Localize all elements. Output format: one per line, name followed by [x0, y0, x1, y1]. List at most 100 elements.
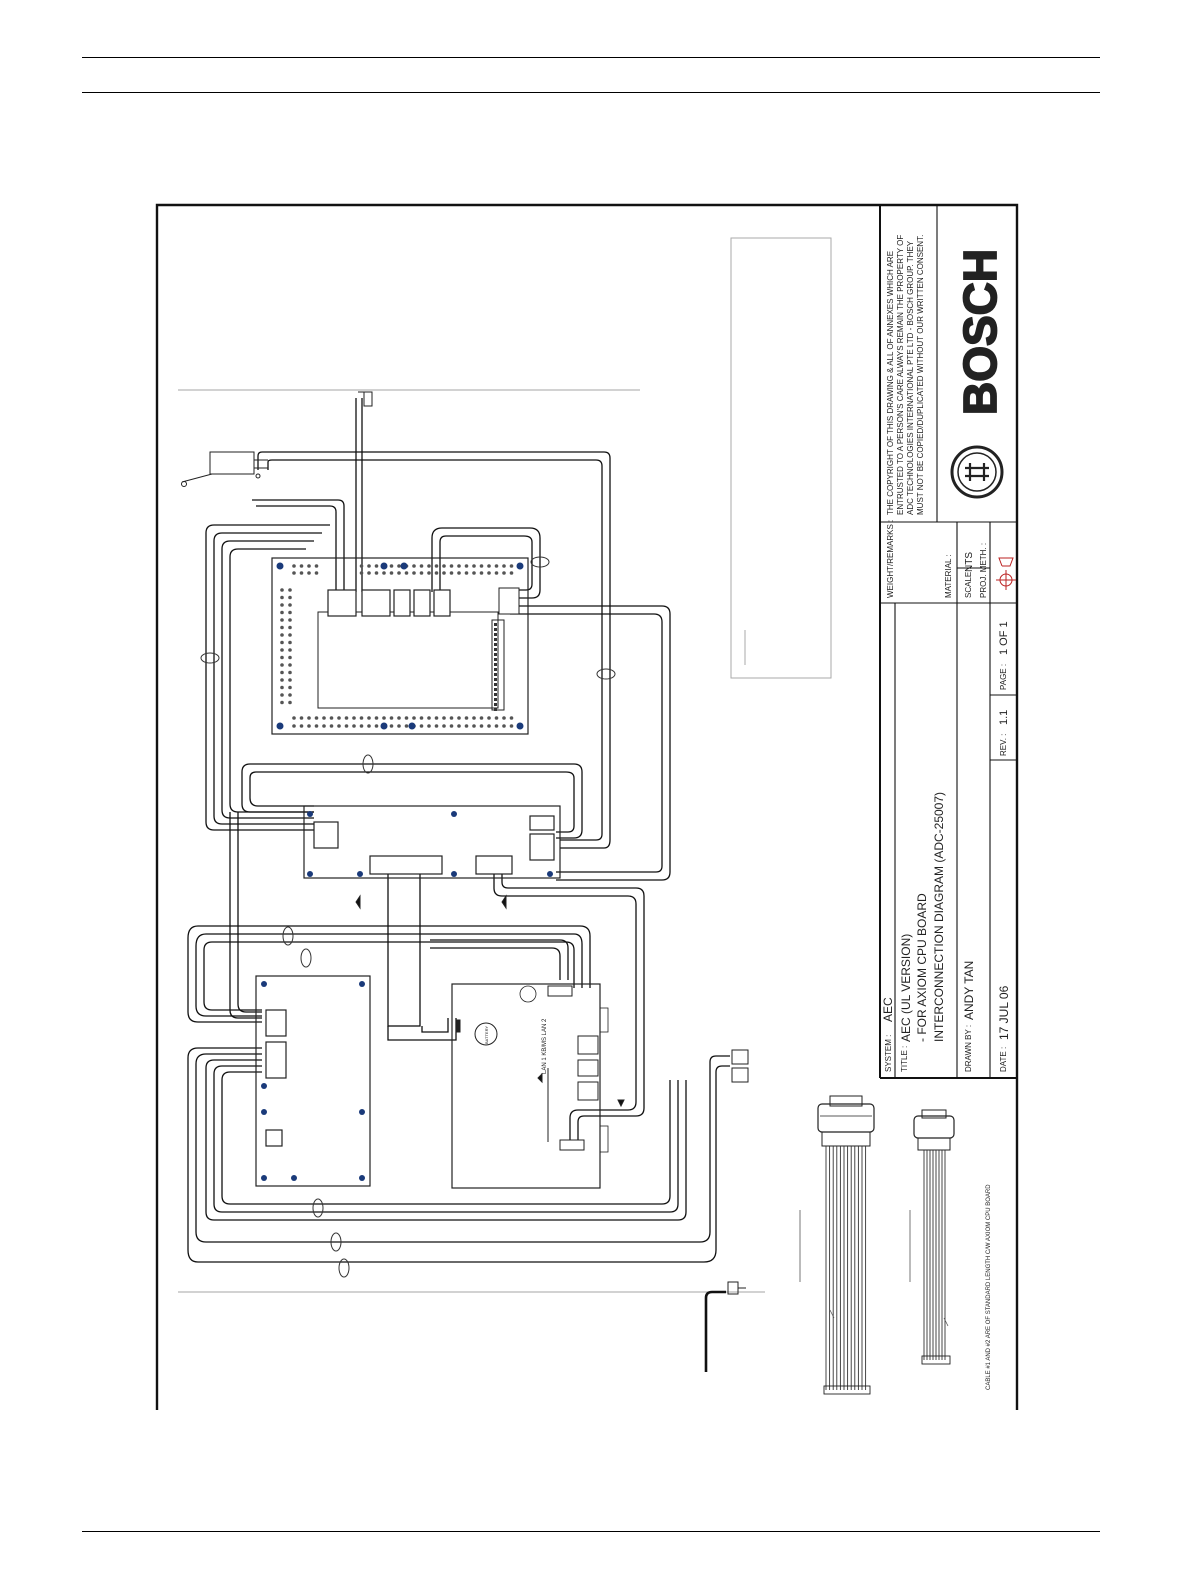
- board-pad: [307, 564, 311, 568]
- board-pad: [288, 640, 292, 645]
- board-pad: [397, 564, 401, 568]
- title-line-3: INTERCONNECTION DIAGRAM (ADC-25007): [932, 792, 946, 1042]
- board-pad: [299, 571, 304, 575]
- board-pad: [502, 724, 506, 728]
- rev-label: REV. :: [999, 734, 1008, 756]
- material-label: MATERIAL :: [944, 554, 953, 598]
- board-pad: [288, 678, 292, 682]
- cable-1-ribbon: [817, 1095, 875, 1147]
- board-pad: [509, 564, 514, 568]
- board-pad: [280, 618, 284, 622]
- header-pin: [494, 698, 497, 701]
- board-pad: [367, 716, 371, 720]
- board-pad: [344, 724, 349, 728]
- board-pad: [280, 663, 284, 667]
- board-pad: [299, 724, 304, 728]
- board-pad: [419, 571, 424, 575]
- board-pad: [487, 564, 491, 568]
- board-pad: [442, 571, 446, 575]
- wiring-harness: [187, 398, 730, 1372]
- board-pad: [449, 716, 454, 720]
- drawing-frame: [155, 203, 1019, 1410]
- board-pad: [280, 655, 284, 660]
- system-label: SYSTEM :: [884, 1035, 893, 1072]
- board-pad: [404, 724, 409, 728]
- cable-2-wires: [921, 1150, 951, 1365]
- header-pin: [494, 663, 497, 666]
- ribbon-end: [823, 1385, 871, 1395]
- board-pad: [472, 564, 476, 568]
- board-pad: [374, 724, 379, 728]
- header-pin: [494, 678, 497, 681]
- header-pin: [494, 628, 497, 631]
- board-pad: [280, 610, 284, 615]
- board-pad: [288, 603, 292, 607]
- footer-rule: [82, 1531, 1100, 1532]
- bosch-wordmark: BOSCH: [954, 249, 1006, 415]
- cpu-battery-label: BATTERY: [484, 1026, 489, 1044]
- board-pad: [280, 640, 284, 645]
- mount-hole: [380, 722, 388, 730]
- header-pin: [494, 688, 497, 691]
- board-pad: [307, 571, 311, 575]
- board-pad: [419, 564, 424, 568]
- board-pad: [449, 724, 454, 728]
- board-pad: [280, 625, 284, 630]
- ribbon-end: [921, 1355, 951, 1365]
- mount-hole: [516, 562, 524, 570]
- board-pad: [352, 724, 356, 728]
- board-pad: [412, 571, 416, 575]
- board-pad: [359, 564, 364, 568]
- board-pad: [389, 716, 394, 720]
- board-pad: [412, 564, 416, 568]
- board-pad: [280, 670, 284, 675]
- board-pad: [292, 564, 296, 568]
- header-pin: [494, 703, 497, 706]
- board-pad: [288, 633, 292, 637]
- board-pad: [457, 564, 461, 568]
- board-pad: [280, 648, 284, 652]
- board-pad: [457, 571, 461, 575]
- copyright-line-3: ADC TECHNOLOGIES INTERNATIONAL PTE LTD -…: [906, 240, 915, 515]
- board-pad: [427, 724, 431, 728]
- drawn-by-value: ANDY TAN: [962, 961, 976, 1020]
- copyright-line-4: MUST NOT BE COPIED/DUPLICATED WITHOUT OU…: [916, 235, 925, 515]
- title-block-grid: [880, 205, 1017, 1078]
- board-pad: [280, 693, 284, 697]
- title-line-2: - FOR AXIOM CPU BOARD: [915, 893, 929, 1042]
- board-pad: [457, 716, 461, 720]
- board-pad: [479, 724, 484, 728]
- board-pad: [288, 685, 292, 690]
- board-pad: [288, 588, 292, 592]
- rev-value: 1.1: [998, 710, 1010, 725]
- copyright-line-1: THE COPYRIGHT OF THIS DRAWING & ALL OF A…: [886, 251, 895, 515]
- cpu-lan-label: LAN 1 KB/MS LAN 2: [542, 1018, 548, 1074]
- board-pad: [314, 564, 319, 568]
- header-pin: [494, 653, 497, 656]
- date-value: 17 JUL 06: [997, 985, 1011, 1040]
- board-pad: [442, 724, 446, 728]
- board-pad: [412, 716, 416, 720]
- board-pad: [487, 571, 491, 575]
- board-pad: [449, 571, 454, 575]
- board-pad: [359, 716, 364, 720]
- middle-board-mount-holes: [307, 811, 553, 877]
- bosch-armature-icon: [950, 445, 1004, 499]
- board-pad: [434, 724, 439, 728]
- header-rule-top: [82, 57, 1100, 58]
- cable-note: CABLE #1 AND #2 ARE OF STANDARD LENGTH C…: [986, 1184, 992, 1390]
- date-label: DATE :: [999, 1047, 1008, 1072]
- board-pad: [322, 724, 326, 728]
- board-pad: [449, 564, 454, 568]
- mount-hole: [380, 562, 388, 570]
- board-pad: [344, 716, 349, 720]
- board-pad: [292, 724, 296, 728]
- board-pad: [397, 571, 401, 575]
- board-pad: [307, 724, 311, 728]
- page-value: 1 OF 1: [998, 621, 1010, 655]
- board-pad: [288, 648, 292, 652]
- board-pad: [487, 716, 491, 720]
- board-pad: [502, 564, 506, 568]
- board-pad: [509, 724, 514, 728]
- board-pad: [472, 724, 476, 728]
